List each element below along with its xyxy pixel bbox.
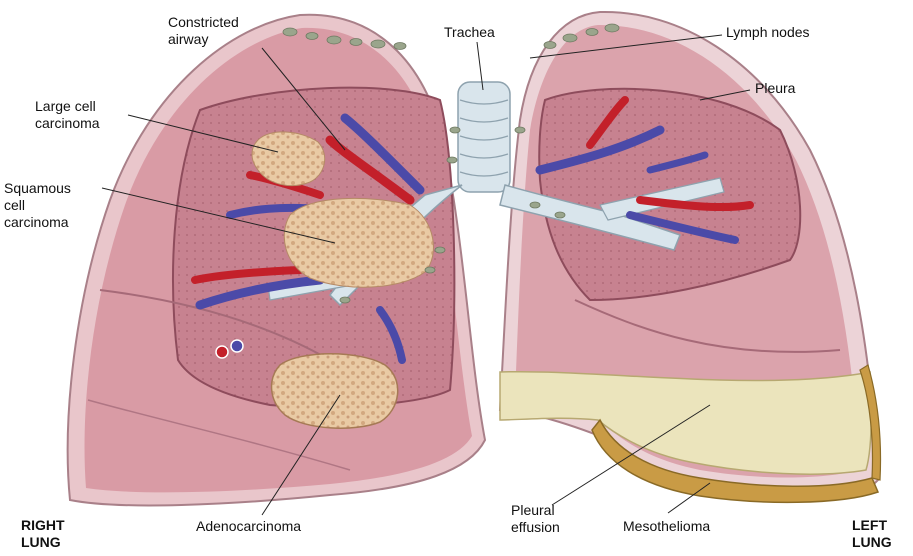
- label-right-lung: RIGHT LUNG: [21, 517, 65, 551]
- label-squamous-cell-carcinoma: Squamous cell carcinoma: [4, 180, 71, 231]
- label-lymph-nodes: Lymph nodes: [726, 24, 810, 41]
- label-mesothelioma: Mesothelioma: [623, 518, 710, 535]
- label-pleura: Pleura: [755, 80, 795, 97]
- pleural-effusion: [500, 372, 871, 474]
- label-trachea: Trachea: [444, 24, 495, 41]
- adenocarcinoma-mass: [272, 354, 398, 428]
- vessel-cross-section-blue: [231, 340, 243, 352]
- vessel-cross-section-red: [216, 346, 228, 358]
- label-large-cell-carcinoma: Large cell carcinoma: [35, 98, 100, 132]
- left-lung: [500, 12, 881, 502]
- squamous-cell-carcinoma-mass: [284, 198, 433, 287]
- label-constricted-airway: Constricted airway: [168, 14, 239, 48]
- label-left-lung: LEFT LUNG: [852, 517, 892, 551]
- label-adenocarcinoma: Adenocarcinoma: [196, 518, 301, 535]
- label-pleural-effusion: Pleural effusion: [511, 502, 560, 536]
